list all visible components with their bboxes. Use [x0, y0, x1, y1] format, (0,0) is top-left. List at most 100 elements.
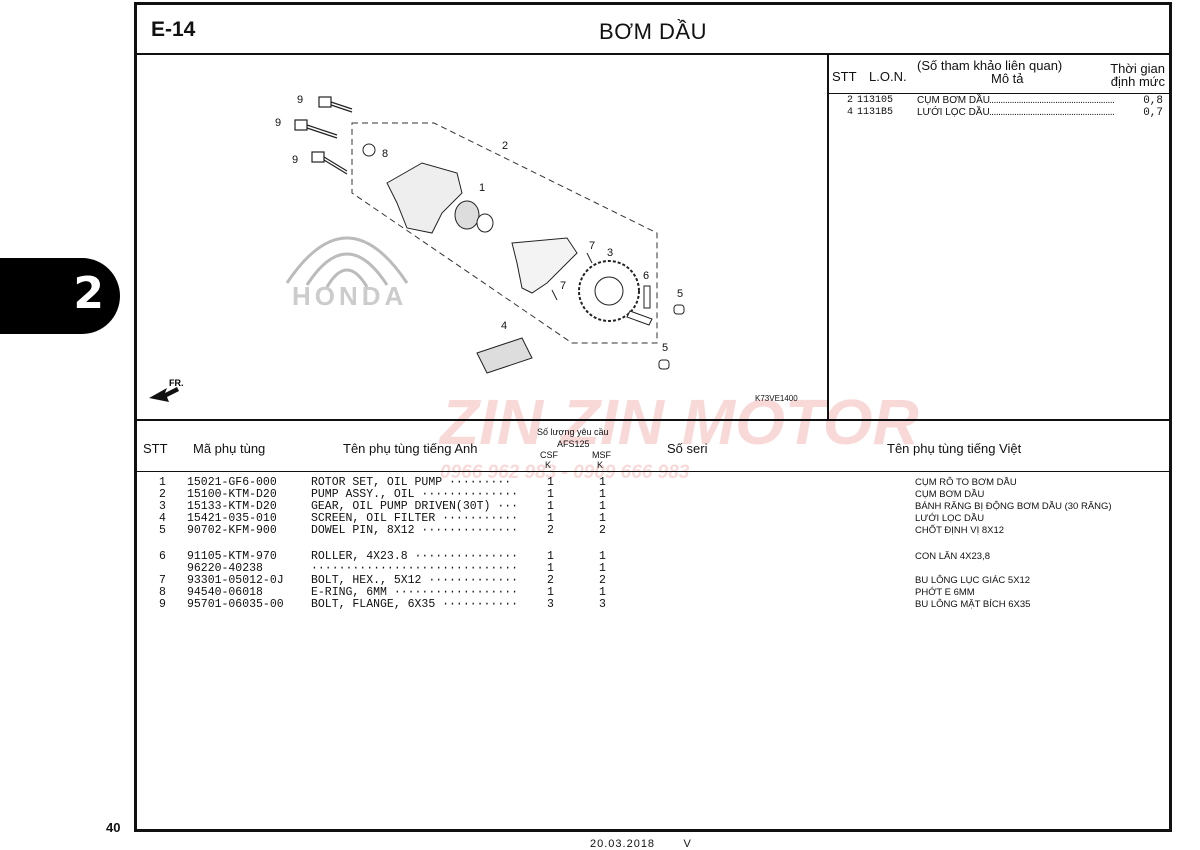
msf-qty-cell: 1: [599, 476, 606, 489]
col-msf-k: K: [597, 460, 604, 470]
stt-cell: 4: [159, 512, 166, 525]
honda-text: HONDA: [292, 281, 407, 311]
table-row: 6 91105-KTM-970 ROLLER, 4X23.8 ···········…: [137, 551, 1169, 563]
msf-qty-cell: 1: [599, 586, 606, 599]
page-title: BƠM DẦU: [599, 19, 707, 44]
part-no-cell: 93301-05012-0J: [187, 574, 284, 587]
lon-header-rule: [829, 93, 1169, 94]
callout-4: 4: [501, 320, 507, 332]
callout-1: 1: [479, 182, 485, 194]
col-serial: Số seri: [667, 441, 708, 456]
callout-8: 8: [382, 148, 388, 160]
part-no-cell: 96220-40238: [187, 562, 263, 575]
csf-qty-cell: 3: [547, 598, 554, 611]
col-name-vn: Tên phụ tùng tiếng Việt: [887, 441, 1022, 456]
csf-qty-cell: 1: [547, 476, 554, 489]
callout-3: 3: [607, 247, 613, 259]
part-no-cell: 15021-GF6-000: [187, 476, 277, 489]
msf-qty-cell: 2: [599, 524, 606, 537]
name-vn-cell: BU LÔNG MẶT BÍCH 6X35: [915, 599, 1031, 610]
rotor-inner: [476, 213, 494, 233]
pump-body: [386, 162, 463, 234]
name-en-cell: BOLT, HEX., 5X12 ·············: [311, 574, 519, 587]
csf-qty-cell: 1: [547, 488, 554, 501]
fr-label: FR.: [169, 378, 184, 388]
roller: [626, 310, 653, 326]
part-no-cell: 91105-KTM-970: [187, 550, 277, 563]
col-name-en: Tên phụ tùng tiếng Anh: [343, 441, 478, 456]
stt-cell: 5: [159, 524, 166, 537]
csf-qty-cell: 1: [547, 500, 554, 513]
oil-pump-illustration: HONDA: [149, 94, 798, 403]
honda-logo: [285, 236, 409, 288]
name-en-cell: SCREEN, OIL FILTER ···········: [311, 512, 519, 525]
msf-qty-cell: 1: [599, 550, 606, 563]
footer-date: 20.03.2018 V: [590, 838, 692, 850]
stt-cell: 6: [159, 550, 166, 563]
rotor-outer: [454, 200, 480, 230]
diagram-ref: K73VE1400: [755, 394, 798, 403]
msf-qty-cell: 3: [599, 598, 606, 611]
watermark-phone: 0966 962 983 - 0909 666 983: [440, 462, 690, 483]
lon-row: 2 113105 CỤM BƠM DẦU ...................…: [847, 95, 1163, 107]
name-en-cell: DOWEL PIN, 8X12 ··············: [311, 524, 519, 537]
msf-qty-cell: 1: [599, 562, 606, 575]
bolt-7a: [586, 252, 593, 264]
callout-2: 2: [502, 140, 508, 152]
dowel-pin-b: [658, 359, 670, 370]
stt-cell: 8: [159, 586, 166, 599]
watermark-brand: ZIN ZIN MOTOR: [440, 386, 919, 458]
parts-table: STT Mã phụ tùng Tên phụ tùng tiếng Anh S…: [137, 419, 1169, 829]
dowel-pin: [643, 285, 651, 309]
name-en-cell: PUMP ASSY., OIL ··············: [311, 488, 519, 501]
callout-9a: 9: [297, 94, 303, 106]
table-row: 2 15100-KTM-D20 PUMP ASSY., OIL ··········…: [137, 489, 1169, 501]
dowel-pin-a: [673, 304, 685, 315]
part-no-cell: 15133-KTM-D20: [187, 500, 277, 513]
name-en-cell: ROLLER, 4X23.8 ···············: [311, 550, 519, 563]
gear-hub: [594, 276, 624, 306]
name-vn-cell: PHỚT E 6MM: [915, 587, 975, 598]
csf-qty-cell: 1: [547, 586, 554, 599]
parts-header-rule: [137, 471, 1169, 472]
stt-cell: 1: [159, 476, 166, 489]
table-row: 96220-40238·····························…: [137, 563, 1169, 575]
name-vn-cell: CỤM RÔ TO BƠM DẦU: [915, 477, 1017, 488]
stt-cell: 2: [159, 488, 166, 501]
name-vn-cell: BÁNH RĂNG BỊ ĐỘNG BƠM DẦU (30 RĂNG): [915, 501, 1112, 512]
part-no-cell: 90702-KFM-900: [187, 524, 277, 537]
page-header: E-14 BƠM DẦU: [137, 5, 1169, 55]
part-no-cell: 94540-06018: [187, 586, 263, 599]
csf-qty-cell: 1: [547, 512, 554, 525]
col-stt: STT: [143, 441, 168, 456]
lon-header-desc: Mô tả: [991, 71, 1024, 86]
callout-6: 6: [643, 270, 649, 282]
name-vn-cell: BU LÔNG LỤC GIÁC 5X12: [915, 575, 1031, 586]
exploded-diagram: HONDA: [137, 53, 829, 419]
section-tab: 2: [0, 258, 120, 334]
pump-plate: [511, 237, 578, 294]
lon-header-stt: STT: [832, 69, 857, 84]
table-row: 5 90702-KFM-900 DOWEL PIN, 8X12 ··········…: [137, 525, 1169, 537]
callout-9c: 9: [292, 154, 298, 166]
table-row: 1 15021-GF6-000 ROTOR SET, OIL PUMP ······…: [137, 477, 1169, 489]
col-msf: MSF: [592, 450, 611, 460]
msf-qty-cell: 1: [599, 500, 606, 513]
name-en-cell: GEAR, OIL PUMP DRIVEN(30T) ···: [311, 500, 519, 513]
callout-7a: 7: [589, 240, 595, 252]
callout-7b: 7: [560, 280, 566, 292]
part-no-cell: 15100-KTM-D20: [187, 488, 277, 501]
page-frame: E-14 BƠM DẦU HONDA: [134, 2, 1172, 832]
assembly-outline: [351, 122, 658, 344]
section-code: E-14: [151, 18, 196, 41]
csf-qty-cell: 2: [547, 524, 554, 537]
bolt-7b: [551, 289, 558, 301]
name-vn-cell: CHỐT ĐỊNH VỊ 8X12: [915, 525, 1005, 536]
stt-cell: 7: [159, 574, 166, 587]
name-en-cell: ROTOR SET, OIL PUMP ·········: [311, 476, 512, 489]
lon-header-time2: định mức: [1110, 74, 1165, 89]
front-arrow: FR.: [149, 378, 184, 402]
stt-cell: 3: [159, 500, 166, 513]
col-part-no: Mã phụ tùng: [193, 441, 266, 456]
